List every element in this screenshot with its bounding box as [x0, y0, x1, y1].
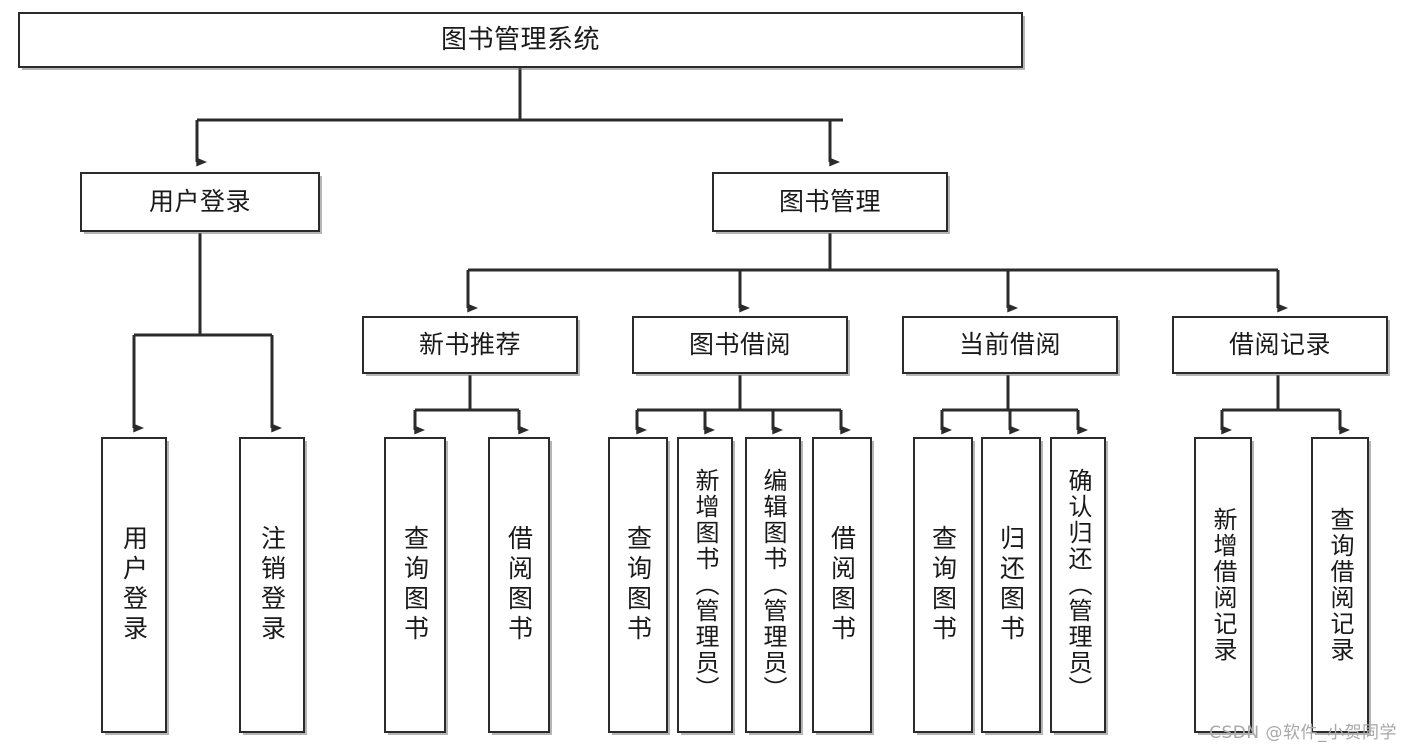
node-label: 图书管理系统: [440, 24, 600, 55]
node-book-borrow[interactable]: 图书借阅: [632, 316, 848, 374]
node-leaf-query-book-recommend[interactable]: 查询图书: [384, 437, 446, 733]
node-label: 查询图书: [623, 525, 653, 645]
node-label: 图书借阅: [688, 330, 791, 360]
node-leaf-edit-book-admin[interactable]: 编辑图书（管理员）: [745, 437, 801, 733]
node-leaf-add-book-admin[interactable]: 新增图书（管理员）: [677, 437, 733, 733]
node-label: 归还图书: [996, 525, 1026, 645]
node-root-book-management-system[interactable]: 图书管理系统: [18, 12, 1023, 68]
node-label: 借阅图书: [827, 525, 857, 645]
node-label: 新增图书（管理员）: [691, 468, 719, 702]
node-new-book-recommend[interactable]: 新书推荐: [362, 316, 578, 374]
node-leaf-query-book-borrow[interactable]: 查询图书: [608, 437, 668, 733]
node-leaf-confirm-return-admin[interactable]: 确认归还（管理员）: [1050, 437, 1106, 733]
node-leaf-return-book[interactable]: 归还图书: [981, 437, 1041, 733]
node-leaf-add-borrow-record[interactable]: 新增借阅记录: [1194, 437, 1252, 733]
node-label: 编辑图书（管理员）: [759, 468, 787, 702]
node-label: 图书管理: [778, 187, 881, 217]
node-current-borrow[interactable]: 当前借阅: [902, 316, 1118, 374]
node-leaf-logout[interactable]: 注销登录: [239, 437, 305, 733]
node-book-management[interactable]: 图书管理: [712, 172, 948, 232]
node-label: 注销登录: [257, 525, 287, 645]
node-label: 查询图书: [400, 525, 430, 645]
node-label: 借阅记录: [1228, 330, 1331, 360]
node-label: 查询借阅记录: [1326, 507, 1354, 663]
node-label: 确认归还（管理员）: [1064, 468, 1092, 702]
node-label: 新书推荐: [418, 330, 521, 360]
node-label: 用户登录: [119, 525, 149, 645]
node-label: 新增借阅记录: [1209, 507, 1237, 663]
node-label: 借阅图书: [504, 525, 534, 645]
node-borrow-record[interactable]: 借阅记录: [1172, 316, 1388, 374]
node-label: 用户登录: [148, 187, 251, 217]
node-user-login[interactable]: 用户登录: [80, 172, 320, 232]
node-leaf-query-book-current[interactable]: 查询图书: [913, 437, 973, 733]
node-leaf-borrow-book[interactable]: 借阅图书: [812, 437, 872, 733]
node-leaf-borrow-book-recommend[interactable]: 借阅图书: [488, 437, 550, 733]
node-leaf-user-login[interactable]: 用户登录: [101, 437, 167, 733]
node-label: 当前借阅: [958, 330, 1061, 360]
node-label: 查询图书: [928, 525, 958, 645]
node-leaf-query-borrow-record[interactable]: 查询借阅记录: [1311, 437, 1369, 733]
